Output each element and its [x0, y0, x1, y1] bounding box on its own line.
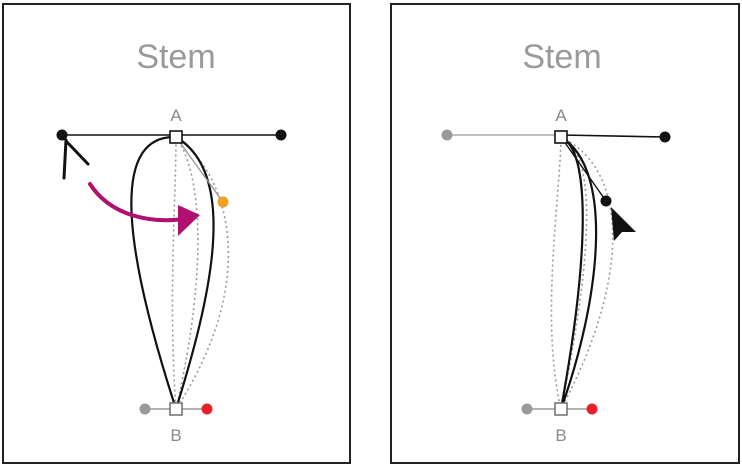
- panel-left-handle-left[interactable]: [56, 129, 68, 141]
- panel-right-handle-dark[interactable]: [600, 195, 612, 207]
- panel-left-handle-bottom-red[interactable]: [201, 403, 213, 415]
- panel-right-handle-line-diagonal: [560, 136, 607, 202]
- panel-left-anchor-b[interactable]: [169, 402, 183, 416]
- panel-left-handle-line-diagonal: [175, 136, 224, 203]
- panel-right-handle-bottom-gray[interactable]: [521, 403, 533, 415]
- panel-left-handle-orange[interactable]: [217, 196, 229, 208]
- direct-selection-cursor-icon: [611, 207, 636, 241]
- curved-arrow-icon: [88, 182, 192, 223]
- convert-anchor-tool-icon: [62, 138, 90, 180]
- panel-left-stem-outline: [130, 135, 215, 413]
- panel-left-handle-right[interactable]: [275, 129, 287, 141]
- panel-right-anchor-a[interactable]: [554, 130, 568, 144]
- panel-right-handle-bottom-red[interactable]: [586, 403, 598, 415]
- panel-left-handle-bottom-gray[interactable]: [139, 403, 151, 415]
- panel-right-title: Stem: [522, 38, 601, 76]
- panel-left-anchor-a-label: A: [170, 106, 182, 125]
- panel-left-anchor-a[interactable]: [169, 130, 183, 144]
- panel-right-handle-line-right: [560, 134, 666, 138]
- panel-right-ghost-outline-outer: [560, 136, 614, 410]
- panel-right-handle-left-gray[interactable]: [441, 129, 453, 141]
- curved-arrow-head: [178, 205, 200, 236]
- panel-left-ghost-outline: [171, 134, 199, 410]
- panel-left-title: Stem: [136, 38, 215, 76]
- panel-right-anchor-a-label: A: [555, 106, 567, 125]
- panel-right-handle-right[interactable]: [659, 131, 671, 143]
- panel-left: [2, 3, 351, 464]
- panel-right-anchor-b[interactable]: [554, 402, 568, 416]
- panel-right-stem-outline: [559, 135, 598, 410]
- panel-left-anchor-b-label: B: [170, 426, 181, 445]
- panel-right-anchor-b-label: B: [555, 426, 566, 445]
